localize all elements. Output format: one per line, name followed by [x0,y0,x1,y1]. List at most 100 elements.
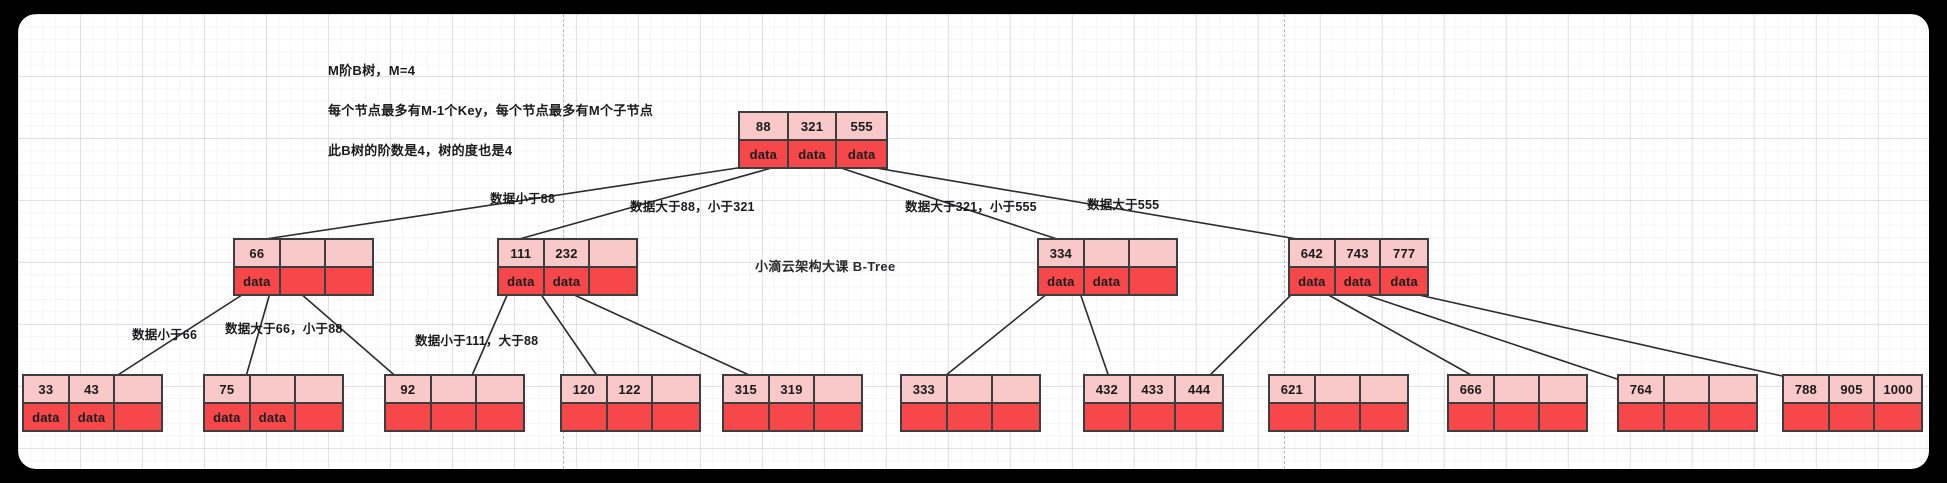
data-row [1449,402,1586,430]
edge-label-321-555: 数据大于321，小于555 [905,200,1037,214]
data-cell-empty [1710,404,1756,430]
key-cell-empty [947,376,994,402]
data-cell-empty [280,268,327,294]
data-row [1784,402,1921,430]
leaf-node-lf-764[interactable]: 764 [1617,374,1758,432]
note-line-2: 每个节点最多有M-1个Key，每个节点最多有M个子节点 [328,103,654,118]
data-cell: data [24,404,70,430]
key-cell: 319 [769,376,816,402]
key-cell-empty [815,376,861,402]
key-cell: 232 [544,240,591,266]
data-cell-empty [296,404,342,430]
key-cell-empty [115,376,161,402]
data-cell: data [235,268,281,294]
data-cell: data [740,141,789,167]
leaf-node-lf-92[interactable]: 92 [384,374,525,432]
edge-label-gt-555: 数据大于555 [1087,198,1160,212]
key-cell: 321 [788,113,838,139]
data-cell-empty [947,404,994,430]
data-cell-empty [1540,404,1586,430]
key-cell: 642 [1290,240,1336,266]
data-cell-empty [1130,268,1176,294]
data-cell-empty [386,404,432,430]
data-cell-empty [1784,404,1830,430]
data-cell-empty [1494,404,1541,430]
key-cell: 905 [1829,376,1876,402]
edge-label-lt-88: 数据小于88 [490,192,556,206]
key-cell: 88 [740,113,789,139]
key-row: 66 [235,240,372,266]
note-line-1: M阶B树，M=4 [328,63,416,78]
key-row: 334 [1039,240,1176,266]
key-cell: 1000 [1875,376,1921,402]
edge-label-lt-66: 数据小于66 [132,328,198,342]
data-cell-empty [1130,404,1177,430]
leaf-node-lf-621[interactable]: 621 [1268,374,1409,432]
data-cell-empty [1315,404,1362,430]
key-cell-empty [993,376,1039,402]
edge-label-66-88: 数据大于66，小于88 [225,322,343,336]
key-row: 333 [902,376,1039,402]
leaf-node-lf-666[interactable]: 666 [1447,374,1588,432]
key-cell: 33 [24,376,70,402]
data-cell: data [837,141,886,167]
data-cell-empty [1829,404,1876,430]
data-row [902,402,1039,430]
data-row [724,402,861,430]
data-row [1270,402,1407,430]
key-cell-empty [280,240,327,266]
key-cell-empty [1130,240,1176,266]
data-cell-empty [1176,404,1222,430]
data-cell-empty [653,404,699,430]
watermark-label: 小滴云架构大课 B-Tree [755,259,896,274]
data-cell-empty [993,404,1039,430]
key-cell: 333 [902,376,948,402]
data-cell: data [1039,268,1085,294]
data-row: data [235,266,372,294]
data-cell-empty [1875,404,1921,430]
key-cell: 66 [235,240,281,266]
data-cell-empty [1085,404,1131,430]
data-cell: data [205,404,251,430]
key-cell: 120 [562,376,608,402]
key-cell: 788 [1784,376,1830,402]
key-cell-empty [296,376,342,402]
leaf-node-lf-333[interactable]: 333 [900,374,1041,432]
data-cell: data [69,404,116,430]
key-cell: 334 [1039,240,1085,266]
data-cell-empty [431,404,478,430]
key-cell: 743 [1335,240,1382,266]
key-cell: 621 [1270,376,1316,402]
data-cell-empty [815,404,861,430]
key-row: 75 [205,376,342,402]
data-cell: data [1381,268,1427,294]
key-cell: 75 [205,376,251,402]
key-cell: 444 [1176,376,1222,402]
key-cell-empty [1361,376,1407,402]
key-row: 764 [1619,376,1756,402]
data-row [386,402,523,430]
key-cell: 432 [1085,376,1131,402]
key-cell: 666 [1449,376,1495,402]
key-cell-empty [1664,376,1711,402]
